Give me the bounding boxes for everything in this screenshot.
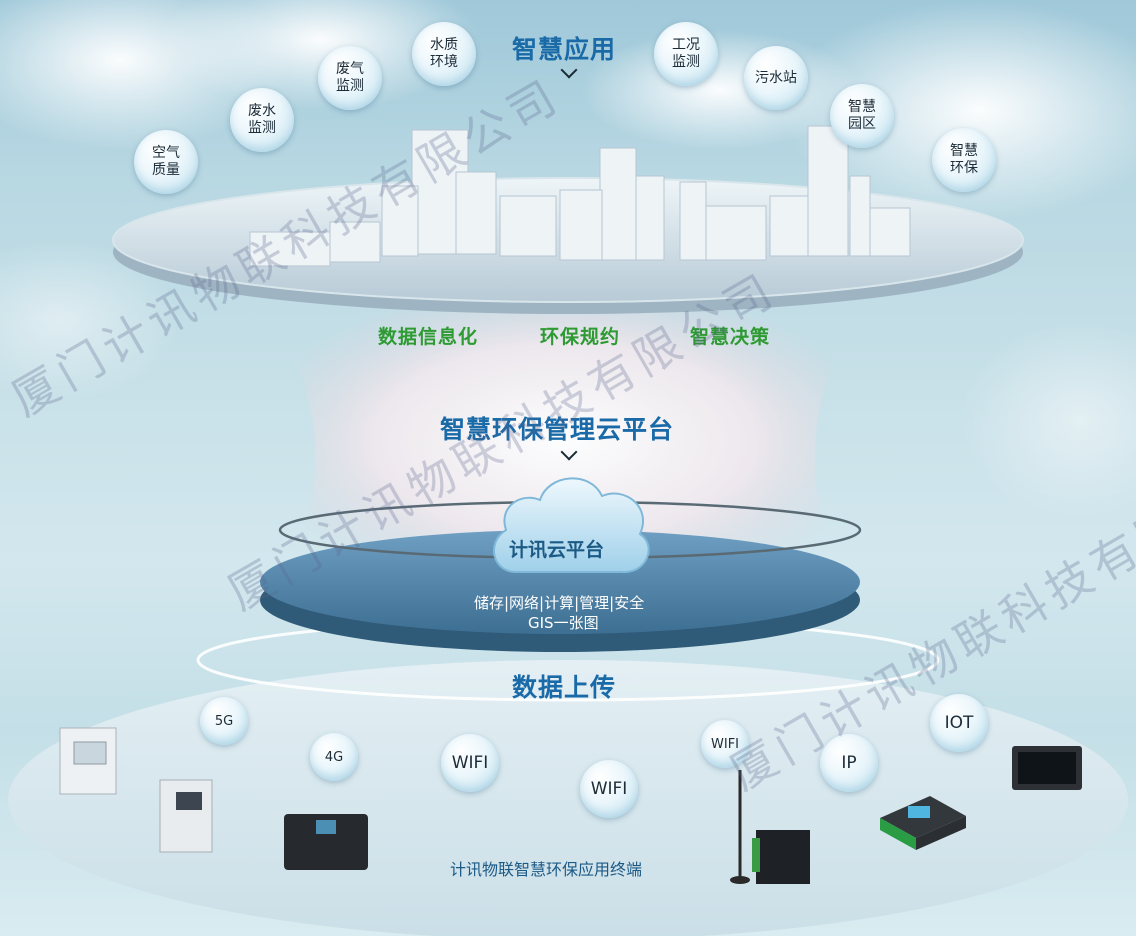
monitoring-cabinet-device bbox=[59, 727, 117, 795]
bubble-working-condition-monitoring: 工况 监测 bbox=[654, 22, 718, 86]
display-panel-device bbox=[1012, 746, 1082, 790]
bubble-wastewater-monitoring: 废水 监测 bbox=[230, 88, 294, 152]
cloud-icon bbox=[493, 477, 650, 574]
data-upload-title: 数据上传 bbox=[512, 673, 617, 702]
router-antenna-device bbox=[730, 770, 810, 884]
bubble-4g: 4G bbox=[310, 733, 358, 781]
feature-smart-decision: 智慧决策 bbox=[690, 326, 771, 348]
feature-environmental-protocol: 环保规约 bbox=[540, 326, 621, 348]
rtu-box-device bbox=[284, 814, 368, 870]
bubble-wifi-1: WIFI bbox=[441, 734, 499, 792]
bubble-smart-environment: 智慧 环保 bbox=[932, 128, 996, 192]
platform-capabilities: 储存|网络|计算|管理|安全 bbox=[474, 594, 645, 612]
terminal-devices bbox=[59, 727, 1082, 884]
feature-data-informatization: 数据信息化 bbox=[378, 326, 479, 348]
bubble-sewage-station: 污水站 bbox=[744, 46, 808, 110]
management-cloud-platform-title: 智慧环保管理云平台 bbox=[440, 415, 675, 444]
bubble-wifi-2: WIFI bbox=[580, 760, 638, 818]
bubble-ip: IP bbox=[820, 734, 878, 792]
bubble-exhaust-gas-monitoring: 废气 监测 bbox=[318, 46, 382, 110]
bubble-wifi-3: WIFI bbox=[701, 720, 749, 768]
gis-map-label: GIS一张图 bbox=[528, 614, 599, 632]
bubble-smart-park: 智慧 园区 bbox=[830, 84, 894, 148]
bubble-5g: 5G bbox=[200, 697, 248, 745]
bubble-air-quality: 空气 质量 bbox=[134, 130, 198, 194]
xunji-cloud-platform-label: 计讯云平台 bbox=[509, 539, 605, 561]
controller-device bbox=[880, 796, 966, 850]
bubble-iot: IOT bbox=[930, 694, 988, 752]
control-cabinet-device bbox=[159, 779, 213, 853]
terminal-caption: 计讯物联智慧环保应用终端 bbox=[450, 860, 643, 879]
bubble-water-quality: 水质 环境 bbox=[412, 22, 476, 86]
smart-application-title: 智慧应用 bbox=[512, 35, 617, 64]
